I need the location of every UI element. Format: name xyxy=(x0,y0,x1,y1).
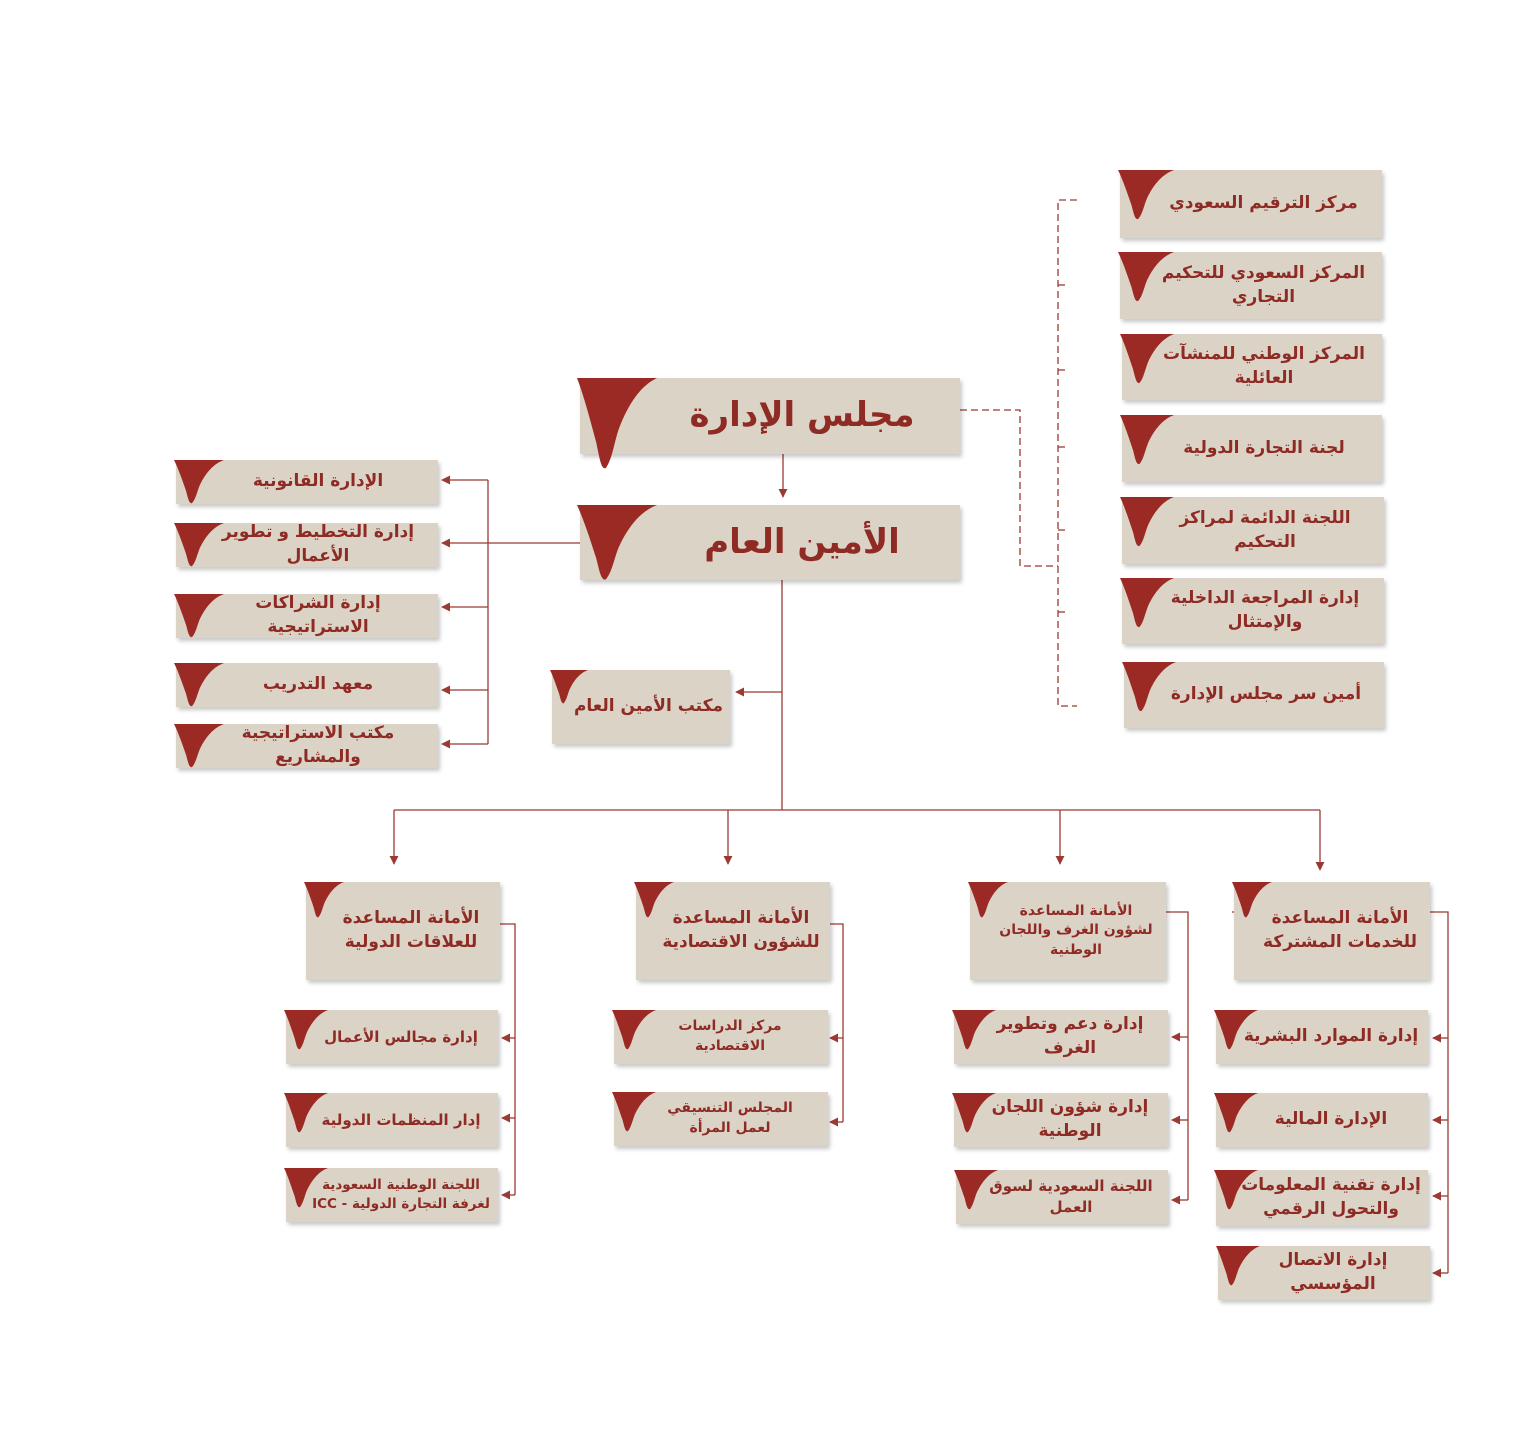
triangle-marker-icon xyxy=(1120,497,1174,547)
triangle-marker-icon xyxy=(174,663,224,707)
triangle-marker-icon xyxy=(954,1170,998,1210)
triangle-marker-icon xyxy=(968,882,1008,918)
box-label: المجلس التنسيقي لعمل المرأة xyxy=(667,1100,793,1136)
triangle-marker-icon xyxy=(304,882,344,918)
triangle-marker-icon xyxy=(550,670,588,704)
sg-unit-box: الإدارة القانونية xyxy=(176,460,438,504)
box-label: اللجنة الوطنية السعودية لغرفة التجارة ال… xyxy=(312,1177,490,1212)
assistant-secretariat-box: الأمانة المساعدة لشؤون الغرف واللجان الو… xyxy=(970,882,1166,980)
triangle-marker-icon xyxy=(1118,252,1174,302)
board-unit-box: اللجنة الدائمة لمراكز التحكيم xyxy=(1122,497,1384,564)
triangle-marker-icon xyxy=(174,594,224,638)
box-label: الأمانة المساعدة لشؤون الغرف واللجان الو… xyxy=(999,902,1153,958)
department-box: اللجنة السعودية لسوق العمل xyxy=(956,1170,1168,1224)
box-label: الأمانة المساعدة للعلاقات الدولية xyxy=(342,908,480,952)
board-unit-box: أمين سر مجلس الإدارة xyxy=(1124,662,1384,728)
sg-office-box: مكتب الأمين العام xyxy=(552,670,730,744)
department-box: إدارة شؤون اللجان الوطنية xyxy=(954,1093,1168,1147)
triangle-marker-icon xyxy=(174,523,224,567)
box-label: الإدارة القانونية xyxy=(252,471,384,492)
department-box: الإدارة المالية xyxy=(1216,1093,1428,1147)
triangle-marker-icon xyxy=(612,1092,656,1132)
assistant-secretariat-box: الأمانة المساعدة للخدمات المشتركة xyxy=(1234,882,1430,980)
department-box: اللجنة الوطنية السعودية لغرفة التجارة ال… xyxy=(286,1168,498,1222)
box-label: مكتب الأمين العام xyxy=(573,696,724,717)
board-unit-box: إدارة المراجعة الداخلية والإمتثال xyxy=(1122,578,1384,644)
triangle-marker-icon xyxy=(174,724,224,768)
triangle-marker-icon xyxy=(952,1093,996,1133)
box-label: إدارة دعم وتطوير الغرف xyxy=(996,1014,1144,1058)
box-label: المركز الوطني للمنشآت العائلية xyxy=(1163,344,1365,388)
department-box: إدارة دعم وتطوير الغرف xyxy=(954,1010,1168,1064)
box-label: مكتب الاستراتيجية والمشاريع xyxy=(241,723,395,767)
department-box: إدارة مجالس الأعمال xyxy=(286,1010,498,1064)
sg-unit-box: معهد التدريب xyxy=(176,663,438,707)
triangle-marker-icon xyxy=(1122,662,1176,712)
assistant-secretariat-box: الأمانة المساعدة للعلاقات الدولية xyxy=(306,882,500,980)
board-unit-box: المركز الوطني للمنشآت العائلية xyxy=(1122,334,1382,400)
board-unit-box: المركز السعودي للتحكيم التجاري xyxy=(1120,252,1382,319)
box-label: الأمين العام xyxy=(704,521,900,562)
board-unit-box: لجنة التجارة الدولية xyxy=(1122,415,1382,482)
department-box: مركز الدراسات الاقتصادية xyxy=(614,1010,828,1064)
box-label: إدارة الاتصال المؤسسي xyxy=(1278,1250,1388,1294)
department-box: إدارة تقنية المعلومات والتحول الرقمي xyxy=(1216,1170,1428,1226)
box-label: إدارة التخطيط و تطوير الأعمال xyxy=(221,522,415,566)
assistant-secretariat-box: الأمانة المساعدة للشؤون الاقتصادية xyxy=(636,882,830,980)
sg-unit-box: مكتب الاستراتيجية والمشاريع xyxy=(176,723,438,768)
box-label: إدار المنظمات الدولية xyxy=(321,1110,481,1129)
triangle-marker-icon xyxy=(612,1010,656,1050)
box-label: أمين سر مجلس الإدارة xyxy=(1170,684,1362,705)
box-label: اللجنة السعودية لسوق العمل xyxy=(989,1177,1153,1216)
box-label: معهد التدريب xyxy=(262,674,374,695)
triangle-marker-icon xyxy=(284,1093,328,1133)
board-box: مجلس الإدارة xyxy=(580,378,960,454)
triangle-marker-icon xyxy=(952,1010,996,1050)
triangle-marker-icon xyxy=(1214,1093,1258,1133)
board-unit-box: مركز الترقيم السعودي xyxy=(1120,170,1382,238)
secretary-general-box: الأمين العام xyxy=(580,505,960,580)
department-box: إدار المنظمات الدولية xyxy=(286,1093,498,1147)
box-label: الإدارة المالية xyxy=(1274,1109,1388,1130)
box-label: إدارة الشراكات الاستراتيجية xyxy=(255,593,381,637)
box-label: مركز الترقيم السعودي xyxy=(1169,193,1358,214)
box-label: لجنة التجارة الدولية xyxy=(1183,437,1345,458)
box-label: الأمانة المساعدة للشؤون الاقتصادية xyxy=(662,908,820,952)
triangle-marker-icon xyxy=(284,1168,328,1208)
triangle-marker-icon xyxy=(1216,1246,1260,1286)
box-label: الأمانة المساعدة للخدمات المشتركة xyxy=(1263,908,1417,952)
triangle-marker-icon xyxy=(577,505,657,580)
sg-unit-box: إدارة الشراكات الاستراتيجية xyxy=(176,593,438,638)
triangle-marker-icon xyxy=(1120,578,1174,628)
triangle-marker-icon xyxy=(634,882,674,918)
department-box: إدارة الاتصال المؤسسي xyxy=(1218,1246,1430,1300)
box-label: إدارة تقنية المعلومات والتحول الرقمي xyxy=(1241,1175,1421,1219)
triangle-marker-icon xyxy=(1120,415,1174,465)
box-label: مركز الدراسات الاقتصادية xyxy=(678,1018,782,1054)
department-box: المجلس التنسيقي لعمل المرأة xyxy=(614,1092,828,1146)
triangle-marker-icon xyxy=(577,378,657,469)
triangle-marker-icon xyxy=(174,460,224,504)
triangle-marker-icon xyxy=(284,1010,328,1050)
box-label: المركز السعودي للتحكيم التجاري xyxy=(1161,262,1366,307)
triangle-marker-icon xyxy=(1214,1010,1258,1050)
triangle-marker-icon xyxy=(1214,1170,1258,1210)
box-label: إدارة الموارد البشرية xyxy=(1243,1026,1419,1047)
triangle-marker-icon xyxy=(1120,334,1174,384)
department-box: إدارة الموارد البشرية xyxy=(1216,1010,1428,1064)
box-label: إدارة مجالس الأعمال xyxy=(324,1027,478,1046)
box-label: اللجنة الدائمة لمراكز التحكيم xyxy=(1179,507,1351,552)
triangle-marker-icon xyxy=(1118,170,1174,220)
box-label: إدارة شؤون اللجان الوطنية xyxy=(991,1097,1149,1141)
box-label: إدارة المراجعة الداخلية والإمتثال xyxy=(1170,588,1360,632)
box-label: مجلس الإدارة xyxy=(689,395,915,436)
triangle-marker-icon xyxy=(1232,882,1272,918)
sg-unit-box: إدارة التخطيط و تطوير الأعمال xyxy=(176,522,438,567)
